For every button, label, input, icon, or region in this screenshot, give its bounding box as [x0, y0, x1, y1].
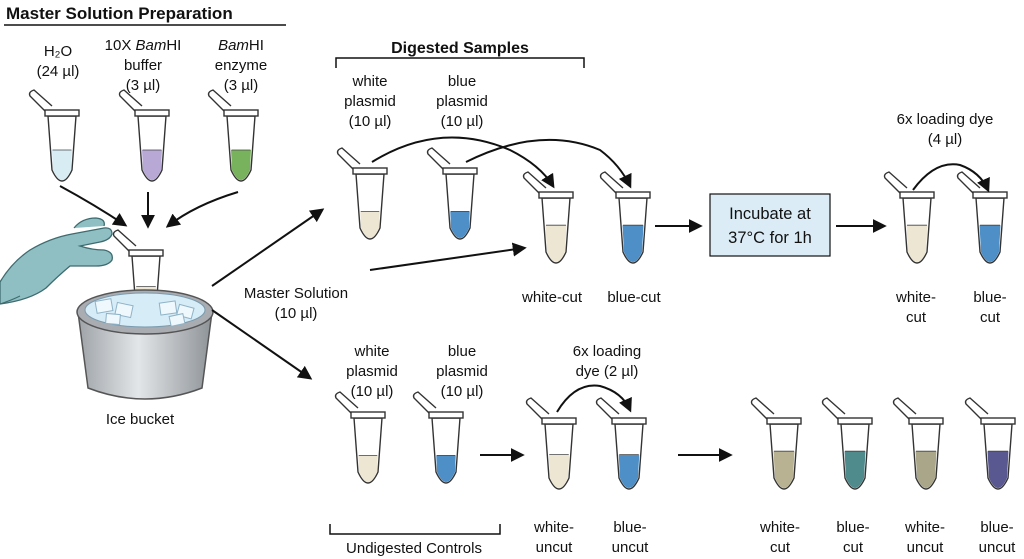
svg-text:white: white	[351, 73, 387, 90]
svg-text:uncut: uncut	[612, 539, 650, 556]
svg-text:uncut: uncut	[907, 539, 945, 556]
undigested-bracket	[329, 524, 501, 535]
svg-text:white: white	[353, 343, 389, 360]
tube-blue-cut	[599, 171, 651, 264]
tube-digested-white	[336, 147, 388, 240]
gloved-hand	[0, 217, 113, 305]
svg-text:uncut: uncut	[979, 539, 1017, 556]
tube-undigested-blue	[412, 391, 464, 484]
ice-bucket-label: Ice bucket	[106, 411, 175, 428]
svg-text:H₂O: H₂O	[44, 43, 72, 60]
svg-text:(4 µl): (4 µl)	[928, 131, 962, 148]
label-final-row-3: white- uncut	[904, 519, 945, 556]
tube-final-blue-cut	[956, 171, 1008, 264]
tubes-layer	[28, 89, 1016, 490]
section-title-digested: Digested Samples	[391, 40, 529, 57]
label-water: H₂O (24 µl)	[37, 43, 80, 80]
label-blue-cut: blue-cut	[607, 289, 661, 306]
tube-enzyme	[207, 89, 259, 182]
svg-text:uncut: uncut	[536, 539, 574, 556]
arrows-master-branch	[211, 208, 325, 380]
label-dye-top: 6x loading dye (4 µl)	[897, 111, 994, 148]
svg-text:plasmid: plasmid	[436, 363, 488, 380]
svg-text:cut: cut	[770, 539, 791, 556]
section-title-master-solution: Master Solution Preparation	[6, 4, 233, 23]
label-white-cut: white-cut	[521, 289, 583, 306]
label-master-solution: Master Solution (10 µl)	[244, 285, 348, 322]
ice-bucket	[76, 289, 214, 400]
label-final-row-2: blue- cut	[836, 519, 869, 556]
label-dye-bottom: 6x loading dye (2 µl)	[573, 343, 641, 380]
svg-text:blue-: blue-	[973, 289, 1006, 306]
tube-blue-uncut	[595, 397, 647, 490]
svg-text:(3 µl): (3 µl)	[126, 77, 160, 94]
svg-text:(10 µl): (10 µl)	[351, 383, 394, 400]
svg-text:plasmid: plasmid	[436, 93, 488, 110]
svg-text:enzyme: enzyme	[215, 57, 268, 74]
svg-text:(3 µl): (3 µl)	[224, 77, 258, 94]
arrows-to-master-tube	[59, 185, 239, 229]
svg-text:plasmid: plasmid	[344, 93, 396, 110]
label-undigested-white: white plasmid (10 µl)	[346, 343, 398, 400]
label-final-row-1: white- cut	[759, 519, 800, 556]
incubate-line2: 37°C for 1h	[728, 229, 812, 247]
tube-white-uncut	[525, 397, 577, 490]
svg-text:(10 µl): (10 µl)	[441, 383, 484, 400]
svg-text:dye (2 µl): dye (2 µl)	[576, 363, 639, 380]
label-buffer: 10X BamHI buffer (3 µl)	[105, 37, 182, 94]
svg-text:6x loading: 6x loading	[573, 343, 641, 360]
svg-text:10X BamHI: 10X BamHI	[105, 37, 182, 54]
arrows-digested-transfer	[369, 136, 990, 271]
tube-digested-blue	[426, 147, 478, 240]
svg-text:blue-: blue-	[613, 519, 646, 536]
label-white-uncut: white- uncut	[533, 519, 574, 556]
svg-text:cut: cut	[843, 539, 864, 556]
svg-text:Master Solution: Master Solution	[244, 285, 348, 302]
label-digested-blue: blue plasmid (10 µl)	[436, 73, 488, 130]
svg-text:blue: blue	[448, 343, 476, 360]
svg-text:blue-: blue-	[980, 519, 1013, 536]
svg-text:(10 µl): (10 µl)	[441, 113, 484, 130]
svg-text:white-: white-	[533, 519, 574, 536]
label-final-blue-cut: blue- cut	[973, 289, 1006, 326]
tube-water	[28, 89, 80, 182]
svg-text:cut: cut	[906, 309, 927, 326]
svg-text:(24 µl): (24 µl)	[37, 63, 80, 80]
svg-text:blue-: blue-	[836, 519, 869, 536]
svg-text:blue: blue	[448, 73, 476, 90]
label-digested-white: white plasmid (10 µl)	[344, 73, 396, 130]
section-title-undigested: Undigested Controls	[346, 540, 482, 557]
tube-final-row-3	[892, 397, 944, 490]
label-blue-uncut: blue- uncut	[612, 519, 650, 556]
svg-text:plasmid: plasmid	[346, 363, 398, 380]
label-undigested-blue: blue plasmid (10 µl)	[436, 343, 488, 400]
incubate-box: Incubate at 37°C for 1h	[709, 193, 831, 257]
tube-white-cut	[522, 171, 574, 264]
svg-text:cut: cut	[980, 309, 1001, 326]
tube-final-white-cut	[883, 171, 935, 264]
tube-final-row-4	[964, 397, 1016, 490]
svg-text:white-: white-	[895, 289, 936, 306]
label-final-row-4: blue- uncut	[979, 519, 1017, 556]
svg-text:(10 µl): (10 µl)	[275, 305, 318, 322]
svg-text:(10 µl): (10 µl)	[349, 113, 392, 130]
svg-text:white-: white-	[759, 519, 800, 536]
tube-buffer	[118, 89, 170, 182]
svg-text:buffer: buffer	[124, 57, 162, 74]
tube-undigested-white	[334, 391, 386, 484]
digested-bracket	[335, 57, 585, 68]
svg-text:BamHI: BamHI	[218, 37, 264, 54]
tube-final-row-1	[750, 397, 802, 490]
svg-text:6x loading dye: 6x loading dye	[897, 111, 994, 128]
arrows-undigested	[480, 384, 733, 462]
svg-text:white-: white-	[904, 519, 945, 536]
tube-final-row-2	[821, 397, 873, 490]
label-final-white-cut: white- cut	[895, 289, 936, 326]
incubate-line1: Incubate at	[729, 205, 811, 223]
label-enzyme: BamHI enzyme (3 µl)	[215, 37, 268, 94]
